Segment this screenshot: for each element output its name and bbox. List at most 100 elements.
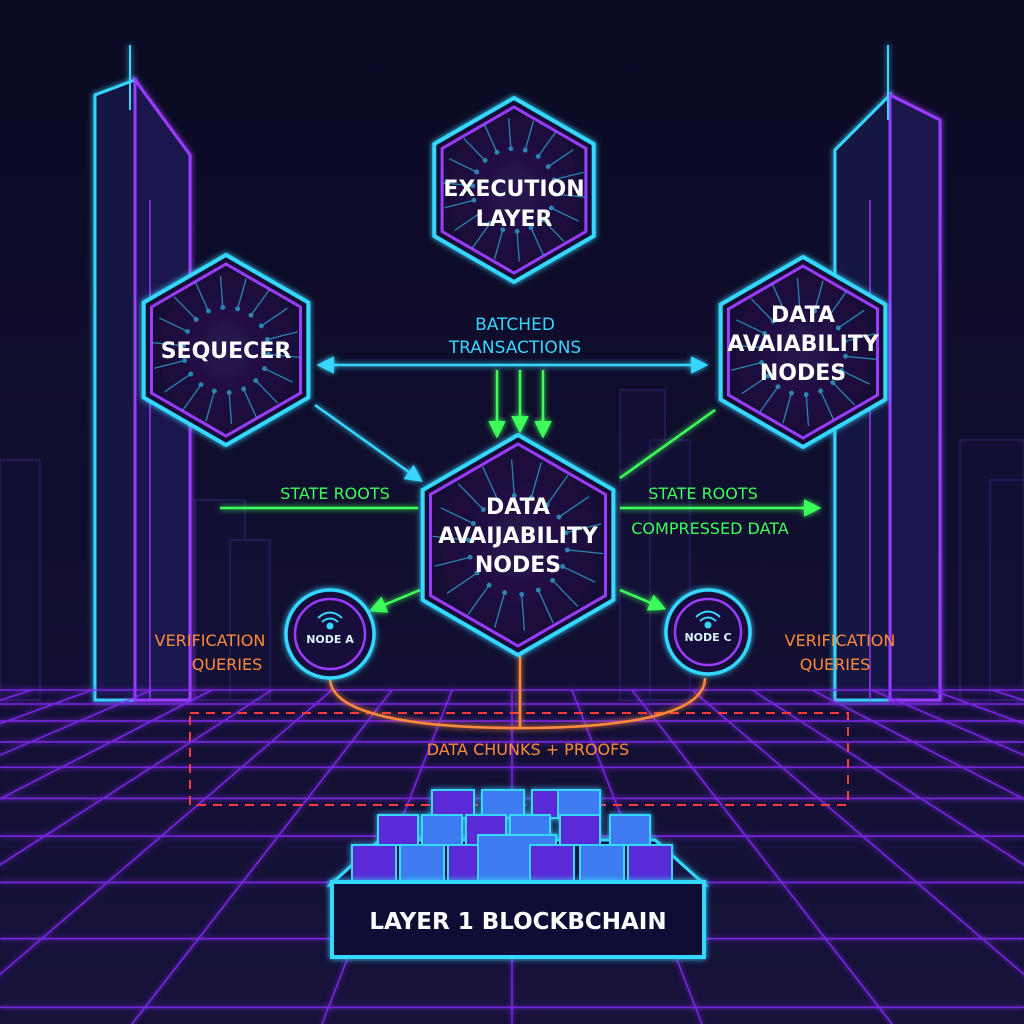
circuit-node — [253, 378, 259, 384]
circuit-traces — [152, 118, 877, 631]
circuit-node — [494, 149, 500, 155]
batched-label-1: BATCHED — [475, 315, 555, 335]
circuit-trace — [243, 388, 258, 418]
circuit-trace — [731, 361, 762, 371]
node-a — [284, 588, 376, 680]
circuit-node — [775, 384, 781, 390]
circuit-trace — [182, 384, 202, 411]
grid-line — [751, 689, 1024, 866]
circuit-node — [500, 227, 506, 233]
circuit-node — [544, 502, 550, 508]
circuit-node — [551, 177, 557, 183]
circuit-trace — [562, 565, 596, 583]
circuit-trace — [567, 549, 604, 555]
circuit-node — [181, 343, 186, 349]
circuit-node — [211, 388, 217, 394]
circuit-node — [759, 360, 765, 365]
circuit-trace — [267, 331, 298, 341]
circuit-trace — [845, 355, 877, 361]
circuit-trace — [729, 343, 761, 349]
node-c — [664, 588, 752, 676]
circuit-trace — [446, 572, 478, 594]
circuit-trace — [173, 296, 197, 320]
circuit-node — [839, 368, 844, 374]
circuit-trace — [565, 523, 602, 534]
blockchain-blocks — [326, 789, 709, 887]
circuit-trace — [494, 592, 506, 628]
circuit-node — [477, 210, 483, 216]
blockchain-base — [330, 880, 706, 959]
grid-line — [0, 689, 273, 866]
circuit-node — [480, 507, 486, 513]
grid-line — [631, 689, 893, 1024]
circuit-trace — [796, 278, 801, 310]
verification-right-label-2: QUERIES — [800, 655, 871, 674]
circuit-trace — [493, 229, 504, 260]
circuit-node — [818, 388, 824, 394]
circuit-trace — [782, 392, 793, 424]
circuit-trace — [837, 309, 865, 329]
circuit-node — [841, 339, 847, 344]
circuit-node — [548, 205, 554, 211]
circuit-node — [264, 337, 270, 342]
circuit-node — [487, 221, 493, 227]
block — [529, 844, 575, 882]
circuit-trace — [546, 474, 569, 506]
circuit-trace — [552, 579, 579, 607]
circuit-trace — [508, 118, 512, 149]
circuit-trace — [442, 182, 473, 187]
circuit-node — [502, 590, 508, 596]
sequencer-label: SEQUECER — [161, 339, 292, 364]
circuit-node — [528, 225, 534, 231]
circuit-trace — [521, 594, 526, 631]
circuit-trace — [260, 307, 288, 327]
circuit-node — [788, 390, 794, 396]
circuit-trace — [558, 496, 590, 518]
circuit-trace — [551, 207, 579, 222]
grid-line — [131, 689, 393, 1024]
circuit-node — [193, 316, 199, 322]
circuit-node — [812, 308, 818, 314]
circuit-trace — [440, 507, 474, 525]
block — [559, 814, 601, 846]
circuit-node — [205, 308, 211, 314]
circuit-node — [803, 392, 809, 398]
circuit-node — [528, 494, 534, 500]
circuit-node — [235, 306, 241, 312]
circuit-trace — [537, 131, 557, 157]
circuit-trace — [735, 319, 765, 334]
grid-line — [871, 689, 1024, 756]
circuit-node — [467, 554, 473, 560]
circuit-trace — [264, 368, 294, 383]
circuit-trace — [268, 353, 300, 359]
execution-label-2: LAYER — [476, 207, 553, 232]
circuit-trace — [516, 231, 520, 262]
circuit-trace — [759, 386, 779, 413]
circuit-node — [474, 169, 480, 175]
circuit-trace — [483, 124, 498, 153]
verification-left-label-2: QUERIES — [192, 655, 263, 674]
circuit-trace — [219, 276, 224, 308]
circuit-trace — [805, 394, 810, 426]
block — [421, 814, 463, 846]
circuit-trace — [463, 138, 486, 161]
node-labels: EXECUTION LAYER SEQUECER DATA AVAIABILIT… — [161, 177, 880, 646]
block — [351, 844, 397, 882]
circuit-trace — [542, 219, 565, 242]
circuit-trace — [467, 584, 490, 616]
edge-labels: BATCHED TRANSACTIONS STATE ROOTS STATE R… — [155, 315, 896, 759]
circuit-trace — [250, 289, 270, 316]
circuit-node — [535, 153, 541, 159]
verification-left-label-1: VERIFICATION — [155, 631, 266, 650]
circuit-trace — [553, 171, 584, 181]
circuit-node — [843, 353, 848, 359]
circuit-node — [514, 228, 520, 234]
circuit-trace — [205, 390, 216, 422]
circuit-node — [220, 304, 226, 310]
circuit-trace — [844, 333, 875, 343]
circuit-node — [830, 380, 836, 386]
circuit-node — [825, 314, 831, 320]
circuit-node — [560, 564, 566, 569]
circuit-node — [471, 197, 477, 203]
circuit-node — [564, 547, 570, 553]
